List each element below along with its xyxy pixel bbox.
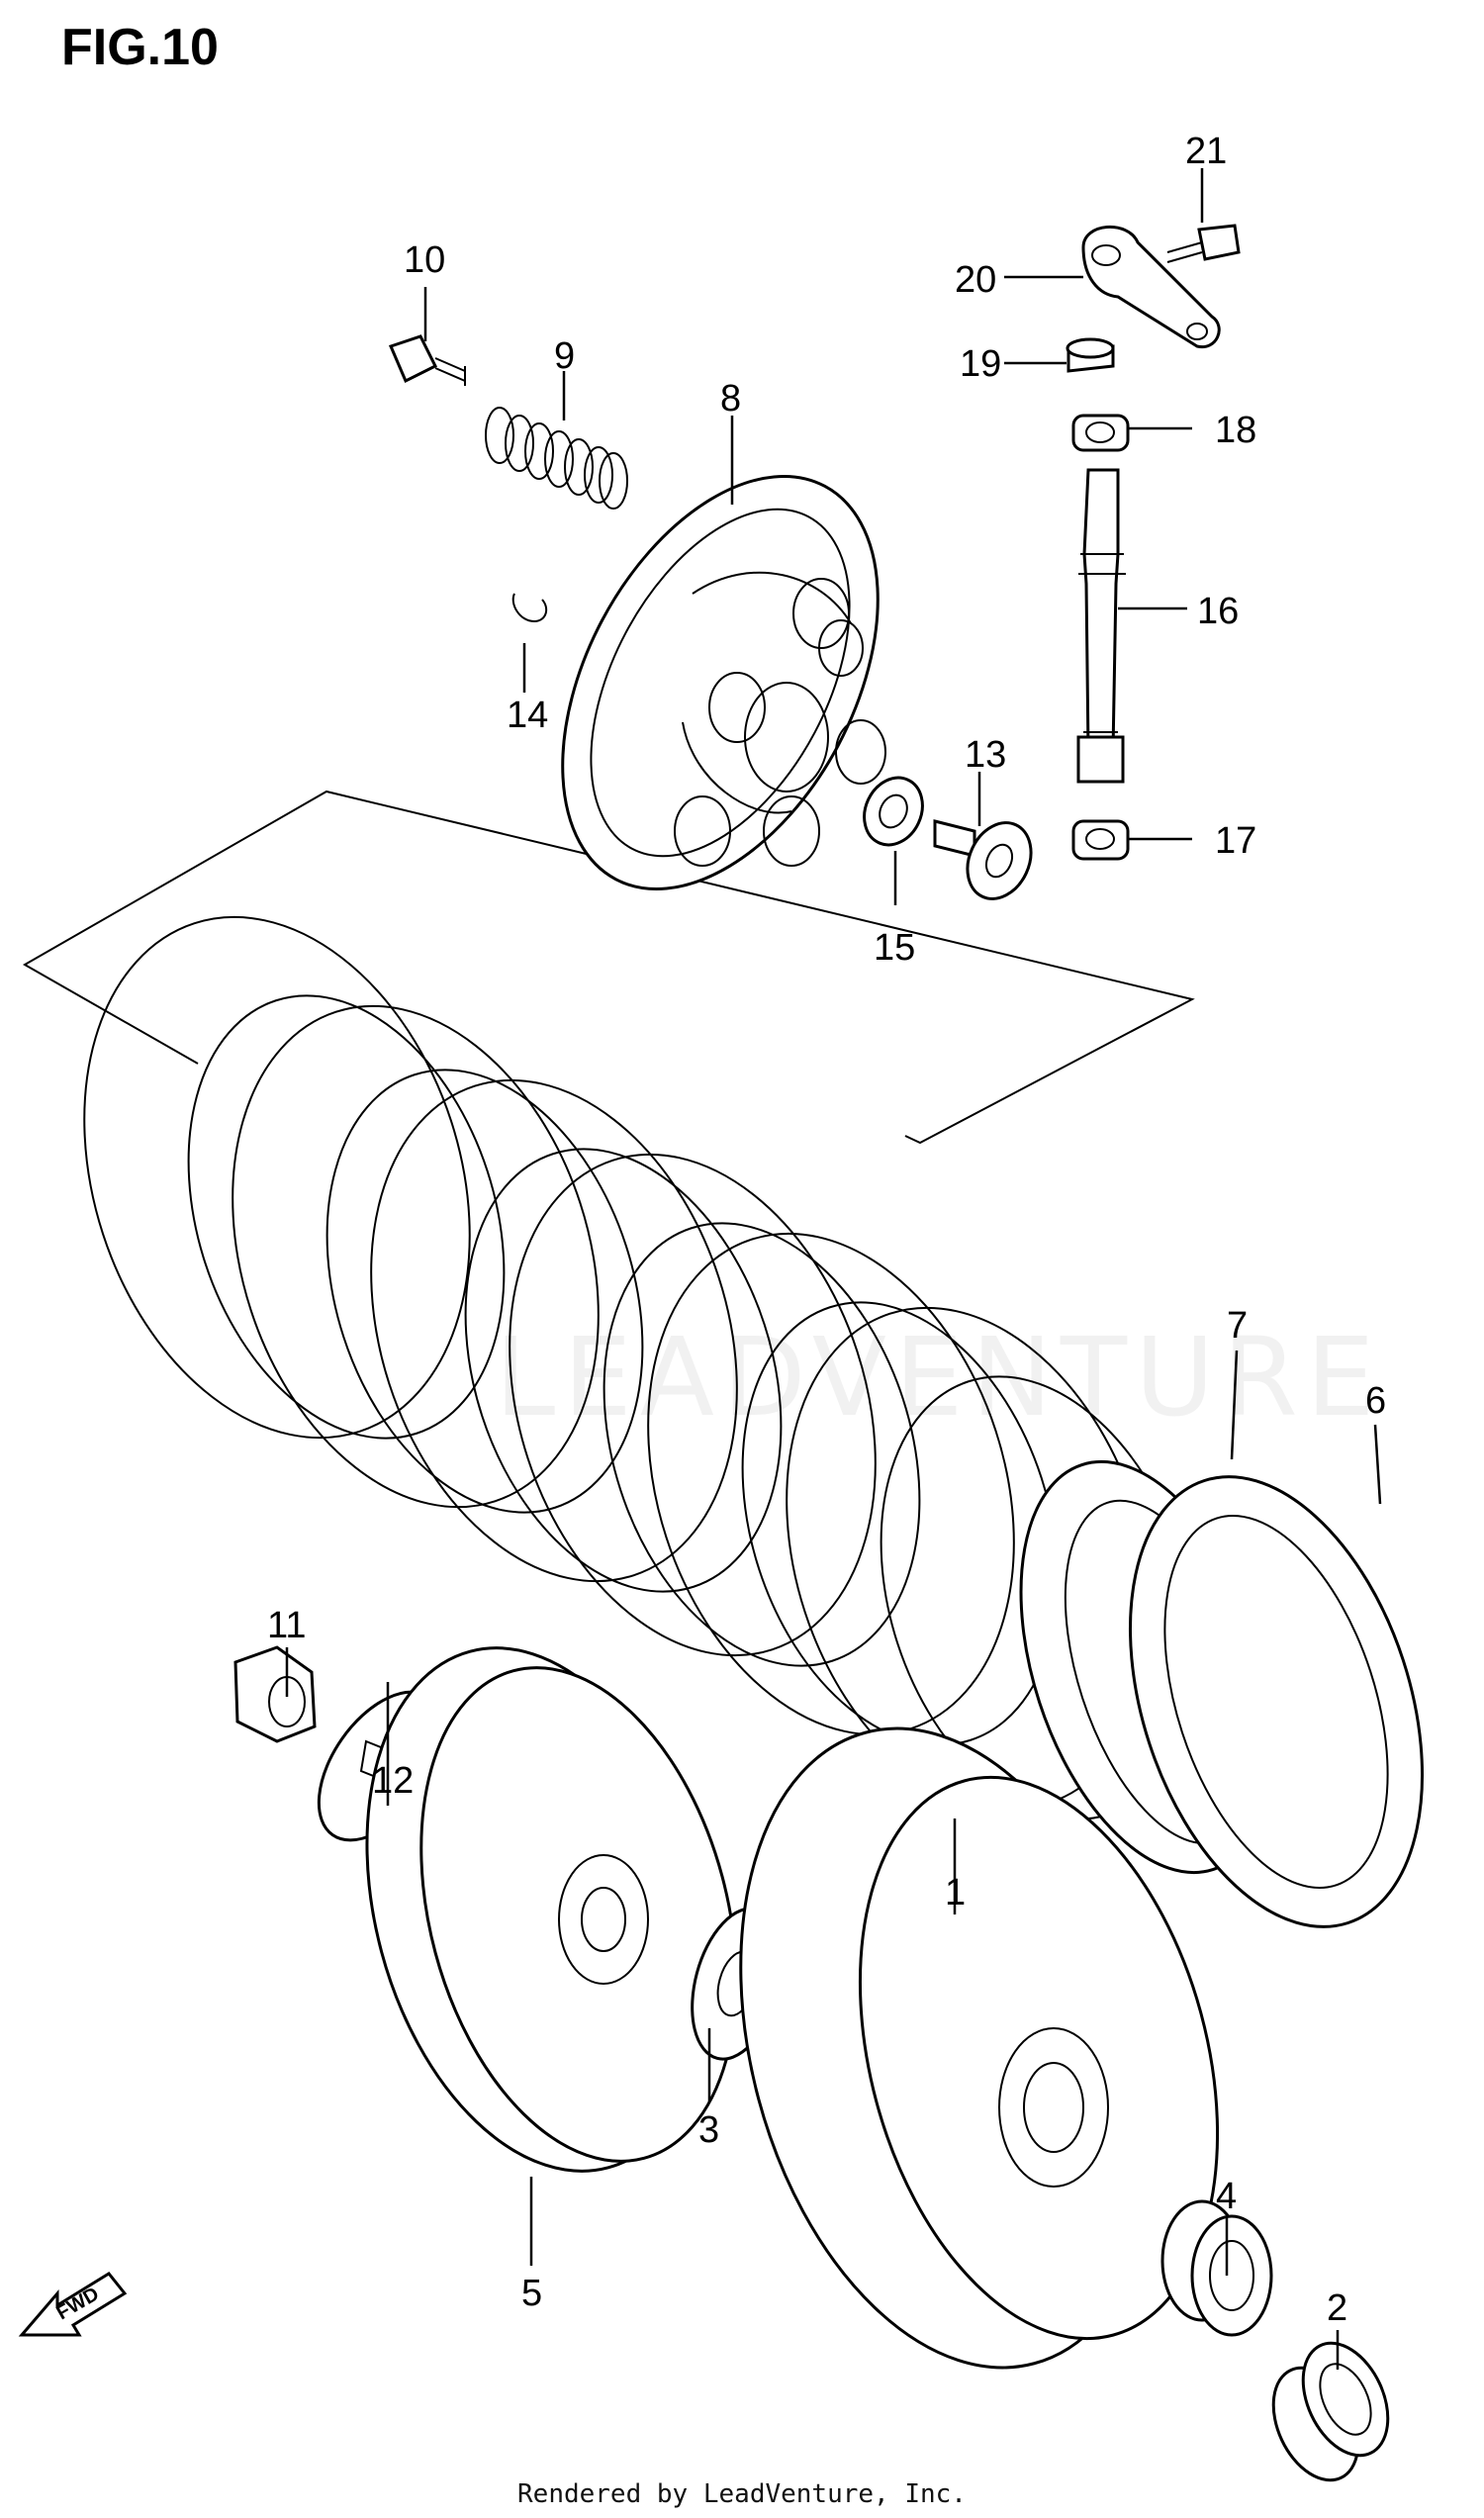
callout-8[interactable]: 8 — [720, 378, 741, 420]
footer-credit: Rendered by LeadVenture, Inc. — [517, 2479, 967, 2509]
part-20-release-arm[interactable] — [1081, 226, 1221, 349]
part-6-drive-plate[interactable] — [1077, 1440, 1475, 1964]
callout-11[interactable]: 11 — [267, 1605, 306, 1646]
callout-15[interactable]: 15 — [874, 927, 915, 969]
part-5-sleeve-hub[interactable] — [313, 1609, 788, 2209]
leader-lines — [285, 168, 1382, 2370]
callout-1[interactable]: 1 — [945, 1872, 966, 1913]
callout-17[interactable]: 17 — [1215, 820, 1256, 862]
callout-18[interactable]: 18 — [1215, 410, 1256, 451]
part-10-bolt[interactable] — [388, 334, 466, 386]
part-17-bearing[interactable] — [1071, 819, 1130, 861]
part-8-pressure-plate[interactable] — [498, 423, 943, 942]
callout-14[interactable]: 14 — [507, 695, 548, 736]
callout-5[interactable]: 5 — [521, 2273, 542, 2314]
callout-4[interactable]: 4 — [1216, 2176, 1237, 2217]
callout-20[interactable]: 20 — [955, 259, 996, 301]
part-21-bolt[interactable] — [1166, 224, 1241, 263]
watermark: LEADVENTURE — [495, 1314, 1382, 1441]
part-4-needle-bearing[interactable] — [1160, 2199, 1273, 2337]
callout-13[interactable]: 13 — [965, 734, 1006, 776]
fwd-arrow-icon: FWD — [18, 2272, 128, 2337]
callout-12[interactable]: 12 — [372, 1760, 414, 1802]
callout-10[interactable]: 10 — [404, 239, 445, 281]
callout-19[interactable]: 19 — [960, 343, 1001, 385]
part-15-bearing[interactable] — [854, 768, 933, 854]
part-16-release-shaft[interactable] — [1076, 468, 1126, 784]
part-2-spacer[interactable] — [1256, 2330, 1405, 2494]
part-13-push-piece[interactable] — [933, 812, 1043, 909]
callout-21[interactable]: 21 — [1185, 131, 1227, 172]
part-18-bearing[interactable] — [1071, 414, 1130, 452]
callout-2[interactable]: 2 — [1327, 2287, 1347, 2329]
callout-16[interactable]: 16 — [1197, 591, 1239, 632]
callout-6[interactable]: 6 — [1365, 1380, 1386, 1422]
callouts: 10 9 8 14 15 13 21 20 19 18 16 17 7 6 11… — [267, 131, 1386, 2329]
figure-title: FIG.10 — [61, 19, 219, 76]
part-9-spring[interactable] — [485, 407, 628, 510]
part-19-oil-seal[interactable] — [1066, 337, 1115, 373]
group-outline — [22, 790, 1195, 1145]
callout-9[interactable]: 9 — [554, 335, 575, 377]
callout-3[interactable]: 3 — [698, 2109, 719, 2151]
part-14-circlip[interactable] — [511, 593, 548, 623]
part-11-nut[interactable] — [233, 1645, 317, 1743]
part-1-clutch-housing[interactable] — [674, 1681, 1275, 2414]
callout-7[interactable]: 7 — [1227, 1305, 1248, 1347]
